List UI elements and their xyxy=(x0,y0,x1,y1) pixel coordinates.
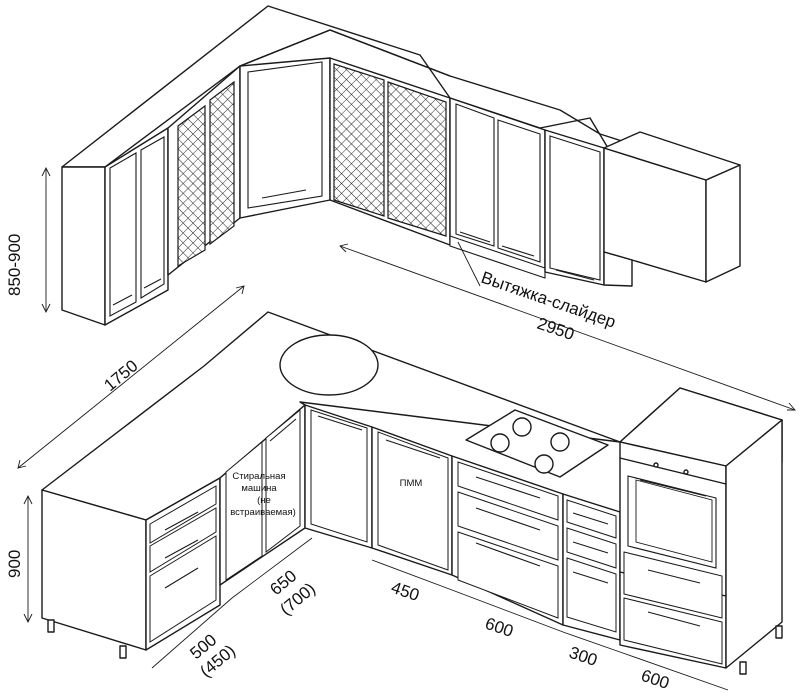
upper-end-cabinet-side xyxy=(705,164,741,283)
dim-1750-line xyxy=(17,285,245,469)
dishwasher-handle xyxy=(385,439,441,459)
upper-left-door-1 xyxy=(109,152,137,317)
upper-hood-door-2 xyxy=(497,119,541,263)
cooktop-drawer-2 xyxy=(457,491,559,561)
dim-upper-height-arrows xyxy=(41,166,51,314)
dim-left-length: 1750 xyxy=(100,356,141,395)
upper-end-cabinet-top xyxy=(603,131,741,181)
narrow-drawer-2-handle xyxy=(572,541,609,554)
upper-hood-door-1 xyxy=(455,103,495,247)
upper-right-door xyxy=(549,135,601,281)
dishwasher-label: ПММ xyxy=(400,478,423,489)
oven-column-side xyxy=(725,419,783,669)
corner-door-handle xyxy=(317,415,363,431)
dim-2950-line xyxy=(339,245,796,411)
oven-knob-1 xyxy=(653,462,659,468)
foot-3 xyxy=(739,661,747,675)
upper-top-edge xyxy=(239,29,451,77)
cooktop xyxy=(465,409,609,478)
dim-2950-arrows xyxy=(339,243,796,411)
sink-bowl xyxy=(279,334,379,396)
dim-upper-right-length: 2950 xyxy=(535,314,577,344)
dim-base-height: 900 xyxy=(5,550,24,578)
base-cabinets: Стиральная машина (не встраиваемая) ПММ xyxy=(41,311,783,675)
dim-narrow-section: 300 xyxy=(567,643,600,670)
washer-label-1: Стиральная xyxy=(232,471,285,482)
oven-handle xyxy=(639,479,707,497)
oven-panel-line xyxy=(619,457,727,485)
drawer-3-handle xyxy=(164,567,199,589)
lattice-door-3 xyxy=(333,63,385,217)
lattice-door-2 xyxy=(209,80,235,246)
upper-left-handle-1 xyxy=(112,294,133,306)
upper-right-handle xyxy=(555,269,595,281)
washer-label-4: встраиваемая) xyxy=(230,507,296,518)
dim-600-right-line xyxy=(619,651,729,691)
oven-door-inner xyxy=(635,479,713,563)
washer-label-3: (не xyxy=(257,495,271,506)
washer-door-1 xyxy=(225,440,263,581)
dim-oven-section: 600 xyxy=(639,666,672,693)
oven-drawer-1 xyxy=(623,551,723,619)
narrow-drawer-1-handle xyxy=(572,512,609,525)
drawer-2-handle xyxy=(164,539,199,559)
hood-slider xyxy=(449,235,546,279)
lattice-door-4 xyxy=(387,81,447,237)
drawer-1-handle xyxy=(164,511,199,531)
lattice-door-1 xyxy=(177,104,206,268)
dim-cooktop-section: 600 xyxy=(483,614,516,641)
oven-drawer-2 xyxy=(623,597,723,665)
corner-door xyxy=(310,409,368,543)
foot-1 xyxy=(47,619,55,633)
dim-300-line xyxy=(562,631,621,653)
dim-1750-arrows xyxy=(17,285,245,469)
upper-left-door-2 xyxy=(140,136,165,299)
burner-3 xyxy=(490,433,510,453)
cooktop-drawer-1 xyxy=(457,461,559,521)
upper-end-under xyxy=(603,251,633,287)
hood-cabinet-handle-2 xyxy=(501,245,535,257)
cooktop-drawer-1-handle xyxy=(475,476,541,499)
washer-handle xyxy=(269,418,297,442)
dim-500-line xyxy=(151,597,233,669)
upper-left-handle-2 xyxy=(143,278,162,289)
oven-drawer-1-handle xyxy=(647,569,701,584)
narrow-drawer-3-handle xyxy=(572,571,609,584)
hood-leader-line xyxy=(457,241,481,287)
dim-600-line xyxy=(451,589,564,633)
base-left-drawer-3 xyxy=(149,535,217,643)
dim-900-arrows xyxy=(23,494,33,624)
burner-2 xyxy=(550,432,570,452)
narrow-drawer-3 xyxy=(566,557,617,633)
dishwasher-door xyxy=(377,431,449,571)
dim-upper-height: 850-900 xyxy=(5,234,24,296)
cooktop-drawer-2-handle xyxy=(475,507,541,531)
oven-knob-2 xyxy=(683,469,689,475)
base-left-drawer-2 xyxy=(149,507,217,573)
burner-4 xyxy=(534,454,554,474)
washer-label-2: машина xyxy=(241,483,277,494)
cooktop-drawer-3 xyxy=(457,531,559,619)
washer-door-2 xyxy=(265,408,301,554)
dim-sink-section: 450 xyxy=(389,578,422,605)
upper-cabinets xyxy=(61,5,741,326)
oven-drawer-2-handle xyxy=(647,611,701,627)
upper-left-end-panel xyxy=(61,166,106,326)
foot-4 xyxy=(775,625,783,639)
cooktop-drawer-3-handle xyxy=(475,542,541,567)
foot-2 xyxy=(119,645,127,659)
upper-corner-door xyxy=(247,61,323,209)
upper-corner-handle xyxy=(261,189,307,199)
burner-1 xyxy=(512,417,532,437)
dim-450-line xyxy=(371,559,453,591)
hood-cabinet-handle-1 xyxy=(459,231,491,243)
dim-650-line xyxy=(231,537,313,599)
